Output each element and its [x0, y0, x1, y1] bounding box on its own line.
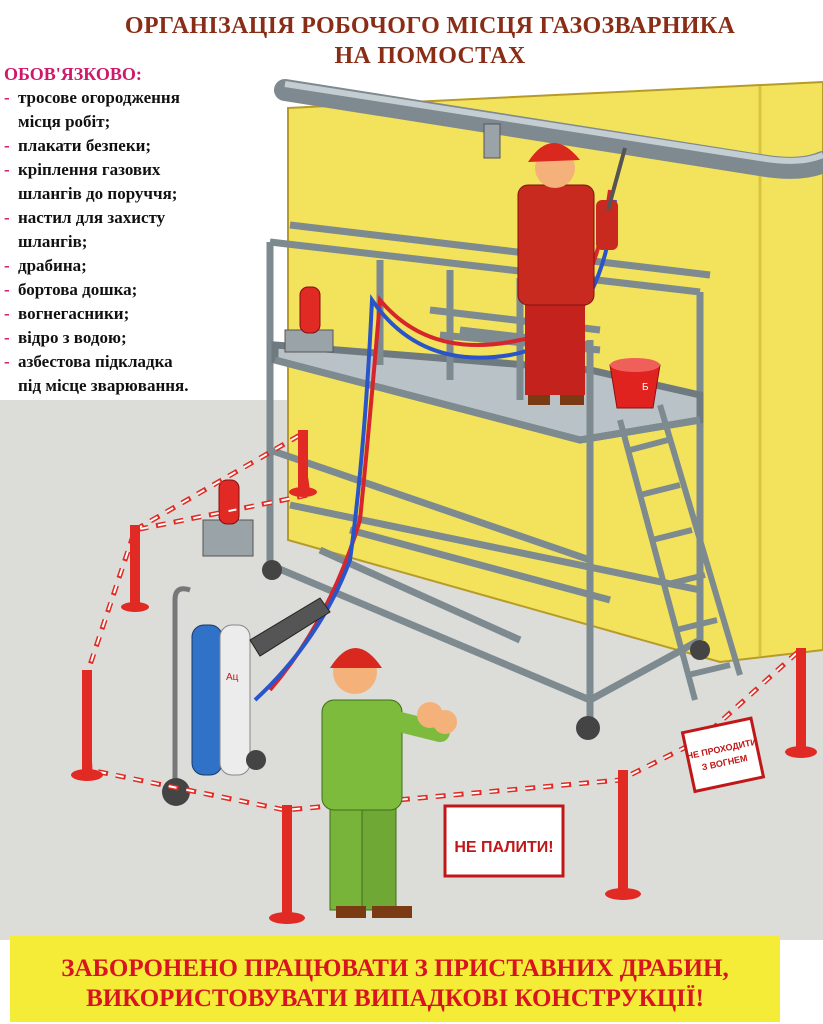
pipe — [274, 79, 823, 179]
bucket: Б — [609, 358, 661, 409]
bucket-label: Б — [642, 382, 649, 393]
mandatory-list: -тросове огородження місця робіт; -плака… — [4, 86, 274, 398]
cylinder-label: Ац — [226, 672, 239, 683]
list-item: -драбина; — [4, 256, 87, 275]
no-smoking-text: НЕ ПАЛИТИ! — [454, 839, 553, 856]
mandatory-block: ОБОВ'ЯЗКОВО: -тросове огородження місця … — [4, 62, 274, 398]
extinguisher-top — [284, 286, 334, 353]
hose-deck — [249, 597, 331, 657]
list-item: шлангів; — [18, 232, 88, 251]
inspector-figure — [321, 648, 457, 918]
warning-line-2: ВИКОРИСТОВУВАТИ ВИПАДКОВІ КОНСТРУКЦІЇ! — [86, 985, 704, 1012]
list-item: -азбестова підкладка — [4, 352, 173, 371]
welder-figure — [517, 142, 627, 405]
no-fire-sign: НЕ ПРОХОДИТИ З ВОГНЕМ — [680, 716, 766, 794]
list-item: -бортова дошка; — [4, 280, 138, 299]
list-item: під місце зварювання. — [18, 376, 189, 395]
poster-title-line-2: НА ПОМОСТАХ — [334, 43, 526, 69]
no-smoking-sign: НЕ ПАЛИТИ! — [443, 804, 565, 878]
list-item: -настил для захисту — [4, 208, 166, 227]
mandatory-heading: ОБОВ'ЯЗКОВО: — [4, 64, 142, 84]
poster-title-line-1: ОРГАНІЗАЦІЯ РОБОЧОГО МІСЦЯ ГАЗОЗВАРНИКА — [124, 13, 736, 39]
extinguisher-floor — [202, 479, 254, 557]
list-item: шлангів до поруччя; — [18, 184, 178, 203]
list-item: -плакати безпеки; — [4, 136, 152, 155]
list-item: місця робіт; — [18, 112, 111, 131]
list-item: -вогнегасники; — [4, 304, 130, 323]
gas-cylinders: Ац — [162, 586, 266, 806]
ladder — [617, 404, 743, 701]
list-item: -кріплення газових — [4, 160, 161, 179]
warning-banner: ЗАБОРОНЕНО ПРАЦЮВАТИ З ПРИСТАВНИХ ДРАБИН… — [10, 936, 780, 1022]
list-item: -тросове огородження — [4, 88, 180, 107]
list-item: -відро з водою; — [4, 328, 127, 347]
warning-line-1: ЗАБОРОНЕНО ПРАЦЮВАТИ З ПРИСТАВНИХ ДРАБИН… — [61, 955, 729, 982]
barrier-posts — [71, 430, 817, 924]
